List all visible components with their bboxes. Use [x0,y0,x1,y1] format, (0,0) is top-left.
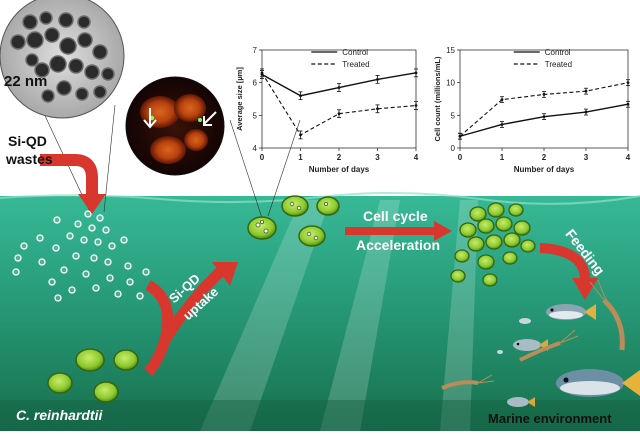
shrimp [441,279,625,390]
si-qd-particles [12,210,150,302]
data-point [414,104,418,107]
tem-micrograph [0,0,125,119]
cell-cycle-label-line2: Acceleration [356,237,441,253]
scale-bar-label: 22 nm [4,73,48,90]
data-point [542,93,546,96]
plot-frame [261,49,417,149]
x-tick-label: 4 [414,153,419,162]
x-axis-label: Number of days [514,165,575,174]
data-point [260,71,264,75]
legend-label-2: Treated [342,60,369,69]
algae-cells-initial [47,348,139,403]
y-tick-label: 5 [451,111,456,120]
connector-line [267,119,301,217]
legend-label-1: Control [342,48,368,57]
x-tick-label: 4 [626,153,631,162]
y-axis-label: Average size [µm] [235,67,244,131]
algae-cells-dividing [450,202,536,287]
data-point [626,102,630,106]
data-point [500,123,504,126]
organism-label: C. reinhardtii [16,407,103,423]
data-point [626,81,630,85]
x-tick-label: 2 [337,153,342,162]
y-tick-label: 7 [253,46,258,55]
y-tick-label: 0 [451,144,456,153]
y-tick-label: 4 [253,144,258,153]
x-tick-label: 0 [458,153,463,162]
y-tick-label: 15 [446,46,455,55]
connector-line [229,119,263,219]
data-point [299,94,302,98]
fish-medium [546,304,596,320]
x-axis-label: Number of days [309,165,370,174]
data-point [458,134,462,138]
source-arrow [40,154,106,214]
x-tick-label: 1 [500,153,505,162]
source-label-line2: wastes [6,151,53,167]
cell-cycle-label-line1: Cell cycle [363,208,428,224]
water-surface [0,191,640,205]
data-point [542,115,546,119]
series-line-2 [261,72,417,136]
data-point [337,112,341,116]
fluorescence-micrograph [125,76,225,176]
series-line-1 [459,103,629,137]
algae-cells-treated [247,195,340,247]
legend-label-2: Treated [545,60,572,69]
legend-label-1: Control [545,48,571,57]
data-point [584,110,588,114]
data-point [584,89,588,93]
x-tick-label: 3 [584,153,589,162]
arrow-down-icon [143,108,157,129]
data-point [376,107,379,111]
y-axis-label: Cell count (millions/mL) [433,56,442,142]
fish-large [556,369,640,397]
y-tick-label: 6 [253,79,258,88]
source-label-line1: Si-QD [8,133,47,149]
x-tick-label: 0 [260,153,265,162]
data-point [500,98,504,102]
cell-cycle-arrow [345,221,452,241]
x-tick-label: 3 [375,153,380,162]
x-tick-label: 1 [298,153,303,162]
y-tick-label: 10 [446,79,455,88]
data-point [299,133,302,137]
x-tick-label: 2 [542,153,547,162]
environment-label: Marine environment [488,411,612,426]
data-point [376,78,379,81]
fish-small [497,318,548,407]
data-point [414,71,418,75]
arrow-diagonal-icon [203,111,217,126]
data-point [337,86,341,89]
uptake-arrow [143,262,238,376]
y-tick-label: 5 [253,111,258,120]
